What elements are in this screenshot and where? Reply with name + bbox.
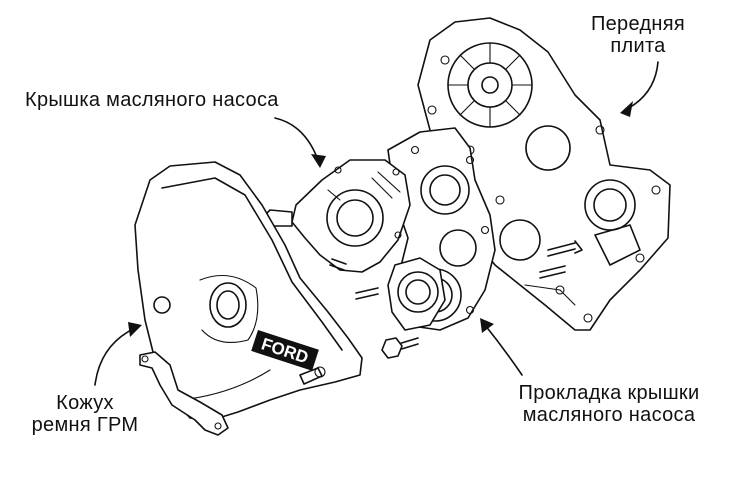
label-belt-line2: ремня ГРМ: [31, 414, 139, 436]
label-timing-belt-cover: Кожух ремня ГРМ: [15, 392, 155, 436]
label-front-plate-line2: плита: [610, 35, 666, 57]
arrow-front-plate: [620, 61, 659, 117]
label-gasket-line1: Прокладка крышки: [518, 382, 700, 404]
label-gasket-line2: масляного насоса: [522, 404, 696, 426]
label-front-plate-line1: Передняя: [590, 13, 686, 35]
bolts: [539, 240, 583, 279]
front-plate: [417, 17, 671, 331]
label-belt-line1: Кожух: [56, 392, 114, 414]
label-oil-pump-cover-gasket: Прокладка крышки масляного насоса: [495, 382, 723, 426]
oil-pump-cover: [261, 159, 446, 331]
arrow-oil-pump-cover: [274, 117, 326, 168]
arrow-belt-cover: [94, 322, 142, 386]
label-oil-pump-cover: Крышка масляного насоса: [25, 89, 279, 111]
bracket: [139, 351, 229, 436]
studs: [329, 258, 419, 359]
arrow-gasket: [480, 318, 523, 376]
label-front-plate: Передняя плита: [583, 13, 693, 57]
